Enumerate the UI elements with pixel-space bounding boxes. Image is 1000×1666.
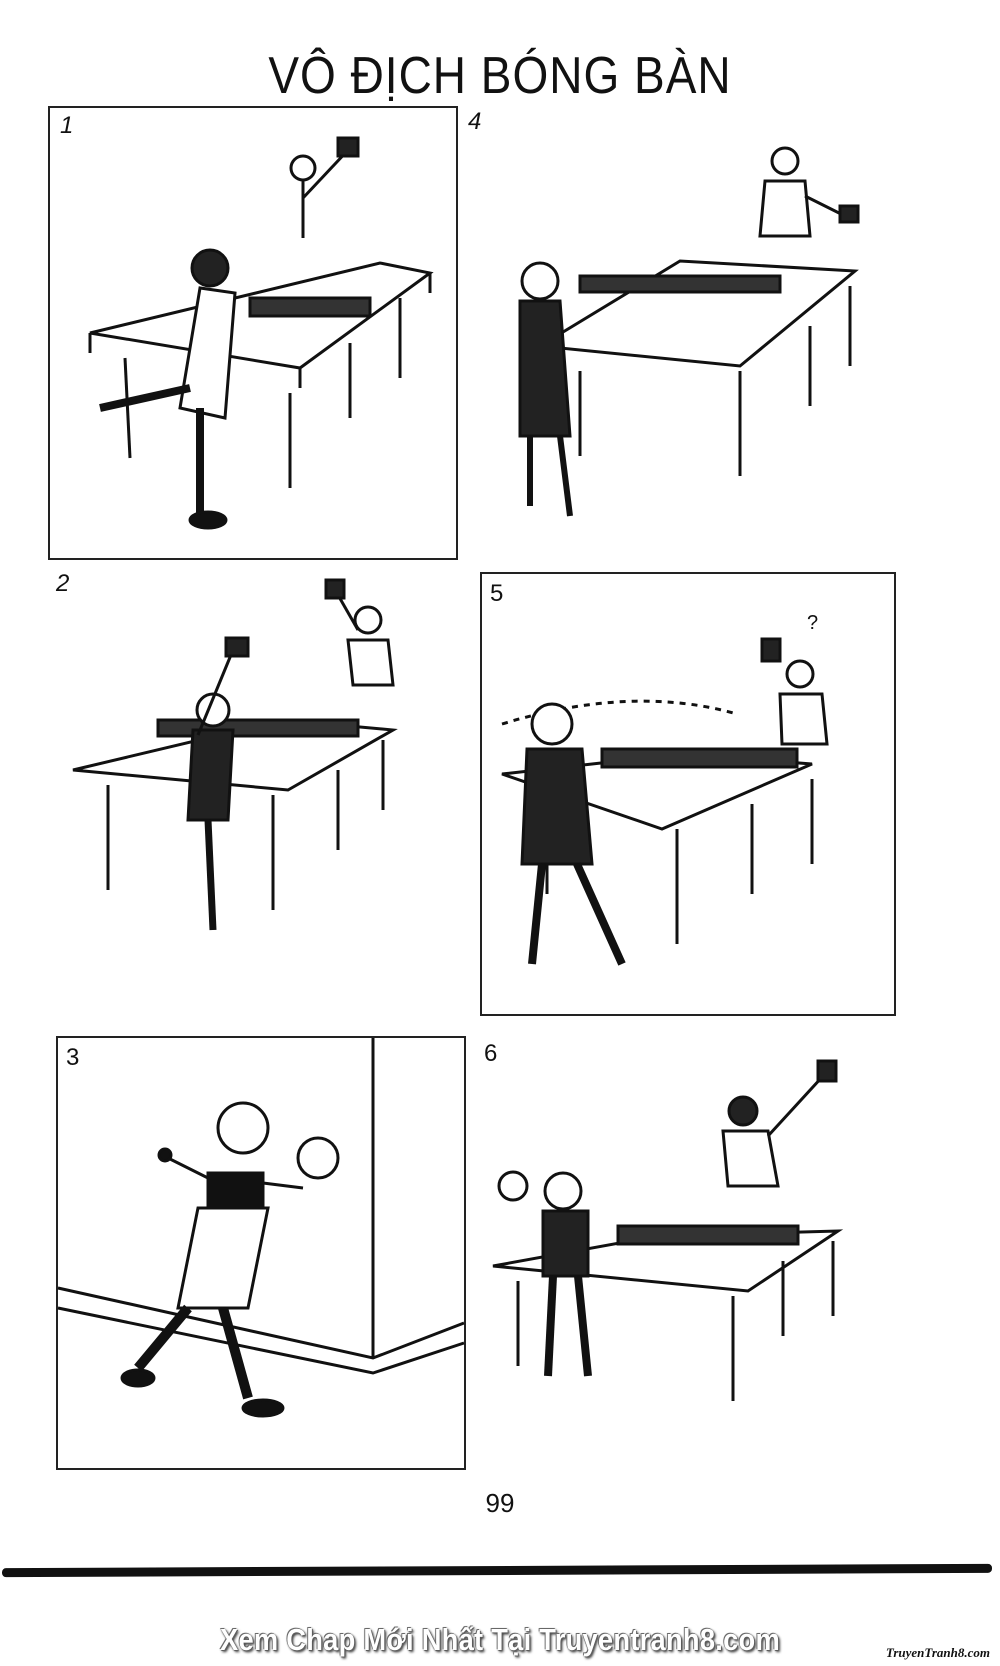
panel-number: 3 bbox=[66, 1044, 80, 1071]
footer-divider bbox=[1, 1563, 993, 1578]
comic-panel-4: 4 bbox=[460, 106, 910, 556]
comic-panel-1: 1 bbox=[48, 106, 458, 560]
speech-question-mark: ? bbox=[807, 612, 819, 634]
page-number: 99 bbox=[485, 1488, 515, 1518]
ping-pong-table-illustration bbox=[518, 146, 860, 517]
comic-panel-5: 5 ? bbox=[480, 572, 896, 1016]
panel-number: 4 bbox=[468, 108, 482, 135]
ping-pong-table-illustration bbox=[501, 637, 829, 966]
comic-panel-3: 3 bbox=[56, 1036, 466, 1470]
promo-banner[interactable]: Xem Chap Mới Nhất Tại Truyentranh8.com bbox=[220, 1622, 780, 1657]
character-walking-illustration bbox=[57, 1038, 465, 1418]
comic-panel-6: 6 bbox=[478, 1036, 898, 1466]
ping-pong-table-illustration bbox=[492, 1059, 844, 1401]
panel-number: 2 bbox=[56, 570, 70, 597]
ping-pong-table-illustration bbox=[72, 578, 398, 931]
panel-number: 6 bbox=[484, 1040, 498, 1067]
comic-panel-2: 2 bbox=[48, 570, 460, 1000]
ping-pong-table-illustration bbox=[88, 136, 434, 530]
site-watermark: TruyenTranh8.com bbox=[885, 1645, 990, 1660]
panel-number: 5 bbox=[490, 580, 504, 607]
page-title: VÔ ĐỊCH BÓNG BÀN bbox=[268, 45, 732, 105]
panel-number: 1 bbox=[60, 112, 74, 139]
